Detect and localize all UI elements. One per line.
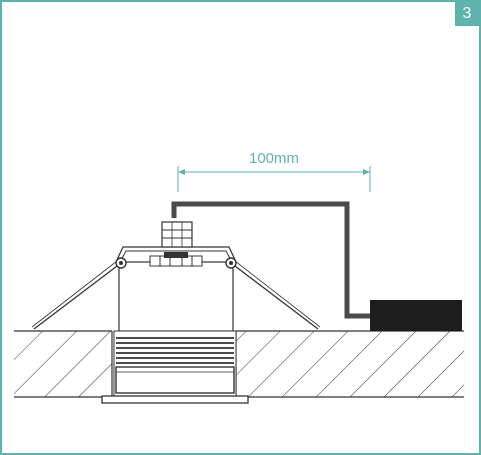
- spring-clip-right: [230, 262, 319, 330]
- ceiling-hatch-right: [236, 331, 464, 397]
- step-number-badge: 3: [455, 2, 479, 26]
- ceiling-section: [14, 330, 464, 398]
- connection-cable: [171, 201, 372, 319]
- dimension-indicator: 100mm: [177, 150, 371, 192]
- spring-clip-left: [33, 262, 122, 330]
- fixture-bezel: [101, 395, 249, 404]
- dimension-label: 100mm: [249, 150, 299, 167]
- led-driver-box: [370, 300, 462, 331]
- ceiling-hatch-left: [14, 331, 112, 397]
- recessed-downlight: [31, 221, 321, 404]
